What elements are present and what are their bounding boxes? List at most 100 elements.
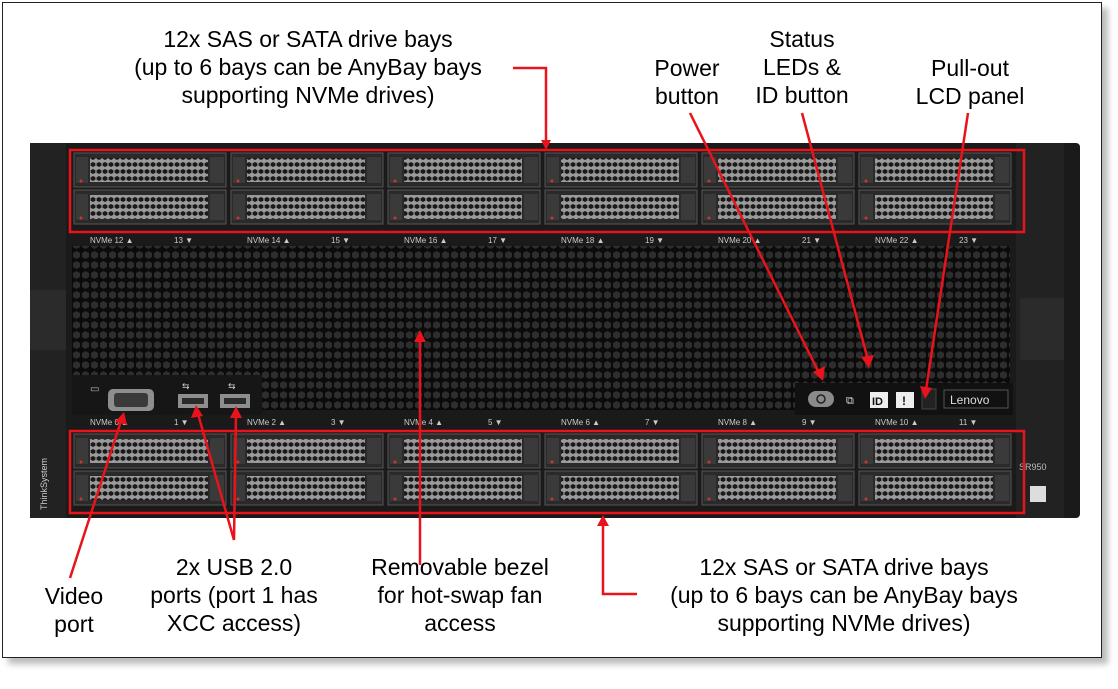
drive-bay[interactable]	[387, 433, 541, 469]
alert-led	[896, 392, 914, 408]
id-button-label: ID	[872, 396, 883, 408]
drive-bay[interactable]	[544, 470, 698, 506]
drive-bay[interactable]	[230, 470, 384, 506]
drive-bay[interactable]	[387, 189, 541, 225]
bay-number-label: NVMe 6 ▲	[561, 418, 600, 427]
drive-bay[interactable]	[73, 470, 227, 506]
bay-number-label: NVMe 20 ▲	[718, 236, 762, 245]
drive-bay[interactable]	[544, 152, 698, 188]
usb-port-1-socket	[182, 398, 204, 404]
drive-activity-led	[79, 216, 83, 220]
bay-number-label: NVMe 12 ▲	[90, 236, 134, 245]
drive-activity-led	[393, 497, 397, 501]
drive-activity-led	[707, 216, 711, 220]
drive-bay[interactable]	[387, 470, 541, 506]
bay-number-label: 3 ▼	[331, 418, 346, 427]
usb-port-2-socket	[224, 398, 246, 404]
drive-bay[interactable]	[701, 189, 855, 225]
top-bays-highlight	[68, 148, 1026, 234]
drive-bay[interactable]	[230, 189, 384, 225]
bay-number-label: 23 ▼	[959, 236, 978, 245]
bay-number-label: 13 ▼	[174, 236, 193, 245]
drive-bay[interactable]	[858, 433, 1012, 469]
usb-icon-2: ⇆	[228, 382, 236, 392]
callout-lines	[68, 66, 970, 596]
video-port-socket	[114, 393, 148, 407]
side-brand: ThinkSystem	[39, 458, 49, 510]
power-button[interactable]	[808, 391, 834, 407]
bay-number-label: NVMe 4 ▲	[404, 418, 443, 427]
drive-activity-led	[236, 460, 240, 464]
right-handle	[1020, 298, 1064, 360]
drive-activity-led	[864, 179, 868, 183]
drive-activity-led	[393, 460, 397, 464]
id-button[interactable]	[870, 392, 888, 408]
qr-code-icon	[1030, 486, 1046, 502]
drive-activity-led	[393, 216, 397, 220]
bottom-bay-numbers: NVMe 0 ▲ 1 ▼ NVMe 2 ▲ 3 ▼ NVMe 4 ▲ 5 ▼ NVMe 6 …	[90, 418, 977, 427]
drive-bay[interactable]	[544, 433, 698, 469]
lenovo-logo: Lenovo	[950, 393, 990, 407]
bay-number-label: NVMe 0 ▲	[90, 418, 129, 427]
bay-number-label: NVMe 22 ▲	[875, 236, 919, 245]
label-bottom-bays: 12x SAS or SATA drive bays(up to 6 bays …	[670, 554, 1018, 636]
drive-activity-led	[550, 216, 554, 220]
drive-bay[interactable]	[73, 433, 227, 469]
drive-activity-led	[864, 460, 868, 464]
power-icon	[816, 394, 826, 404]
drive-bay[interactable]	[73, 152, 227, 188]
drive-activity-led	[550, 460, 554, 464]
bay-number-label: NVMe 2 ▲	[247, 418, 286, 427]
drive-bay[interactable]	[701, 433, 855, 469]
drive-activity-led	[707, 497, 711, 501]
drive-bay[interactable]	[701, 470, 855, 506]
drive-activity-led	[236, 497, 240, 501]
bay-number-label: 11 ▼	[959, 418, 977, 427]
drive-bay[interactable]	[858, 152, 1012, 188]
drive-bay[interactable]	[858, 470, 1012, 506]
bay-number-label: 5 ▼	[488, 418, 503, 427]
drive-activity-led	[550, 179, 554, 183]
video-port-icon: ▭	[90, 384, 99, 395]
bay-number-label: 1 ▼	[174, 418, 189, 427]
bay-number-label: NVMe 10 ▲	[875, 418, 919, 427]
drive-activity-led	[79, 497, 83, 501]
drive-bay[interactable]	[230, 433, 384, 469]
network-icon: ⧉	[846, 394, 854, 407]
drive-activity-led	[393, 179, 397, 183]
drive-bay[interactable]	[387, 152, 541, 188]
bottom-bays-highlight	[68, 429, 1026, 515]
drive-bay[interactable]	[230, 152, 384, 188]
drive-activity-led	[707, 179, 711, 183]
drive-activity-led	[79, 179, 83, 183]
bay-number-label: 17 ▼	[488, 236, 507, 245]
drive-bay[interactable]	[544, 189, 698, 225]
bay-number-label: 9 ▼	[802, 418, 817, 427]
bay-number-label: 19 ▼	[645, 236, 664, 245]
drive-activity-led	[550, 497, 554, 501]
drive-activity-led	[864, 216, 868, 220]
drive-activity-led	[707, 460, 711, 464]
drive-activity-led	[236, 179, 240, 183]
bay-number-label: 15 ▼	[331, 236, 350, 245]
top-bay-numbers: NVMe 12 ▲13 ▼NVMe 14 ▲15 ▼NVMe 16 ▲17 ▼N…	[90, 236, 978, 245]
drive-bay[interactable]	[73, 189, 227, 225]
drive-activity-led	[79, 460, 83, 464]
usb-icon-1: ⇆	[182, 382, 190, 392]
alert-led-label: !	[902, 394, 906, 408]
bay-number-label: NVMe 18 ▲	[561, 236, 605, 245]
label-top-bays: 12x SAS or SATA drive bays(up to 6 bays …	[134, 26, 482, 108]
left-handle	[30, 290, 66, 350]
drive-bay[interactable]	[858, 189, 1012, 225]
bay-number-label: NVMe 8 ▲	[718, 418, 757, 427]
drive-activity-led	[864, 497, 868, 501]
bay-number-label: NVMe 16 ▲	[404, 236, 448, 245]
drive-activity-led	[236, 216, 240, 220]
